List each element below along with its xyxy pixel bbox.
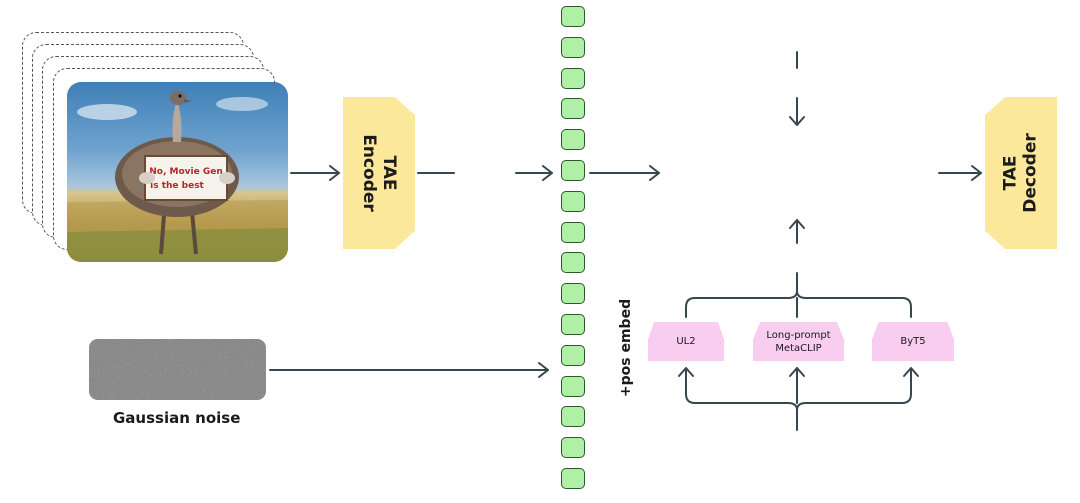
latent-token: [561, 283, 585, 305]
latent-token: [561, 314, 585, 335]
gaussian-noise-image: [89, 339, 266, 400]
sign-text-line-1: No, Movie Gen: [149, 167, 223, 177]
arrow-image-to-encoder: [290, 165, 340, 181]
input-video-frame: No, Movie Gen is the best: [67, 82, 288, 262]
tae-decoder-block: TAE Decoder: [985, 97, 1057, 249]
latent-token: [561, 98, 585, 120]
arrow-top-down: [789, 97, 805, 126]
latent-token: [561, 190, 585, 212]
latent-token: [561, 468, 585, 489]
arrow-transformer-to-decoder: [938, 165, 982, 181]
latent-token: [561, 252, 585, 274]
latent-token: [561, 129, 585, 151]
latent-token: [561, 67, 585, 89]
text-prompt-brace: [678, 367, 919, 431]
byt5-encoder: ByT5: [872, 322, 954, 361]
noise-texture: [89, 339, 266, 400]
latent-token: [561, 437, 585, 459]
arrow-latent-to-tokens: [515, 165, 553, 181]
latent-token: [561, 406, 585, 428]
arrow-tokens-to-transformer: [589, 165, 660, 181]
metaclip-encoder: Long-prompt MetaCLIP: [753, 322, 844, 361]
arrow-text-up: [789, 219, 805, 244]
gaussian-noise-caption: Gaussian noise: [113, 409, 241, 427]
tae-encoder-block: TAE Encoder: [343, 97, 415, 249]
latent-token: [561, 221, 585, 243]
ul2-encoder: UL2: [648, 322, 724, 361]
latent-token: [561, 36, 585, 58]
encoder-output-brace: [685, 272, 912, 318]
arrow-noise-to-tokens: [269, 362, 549, 378]
latent-token: [561, 344, 585, 366]
sign-text-line-2: is the best: [150, 181, 204, 191]
latent-token: [561, 6, 585, 27]
latent-token: [561, 375, 585, 397]
ostrich-illustration: No, Movie Gen is the best: [67, 91, 288, 262]
latent-token: [561, 160, 585, 181]
